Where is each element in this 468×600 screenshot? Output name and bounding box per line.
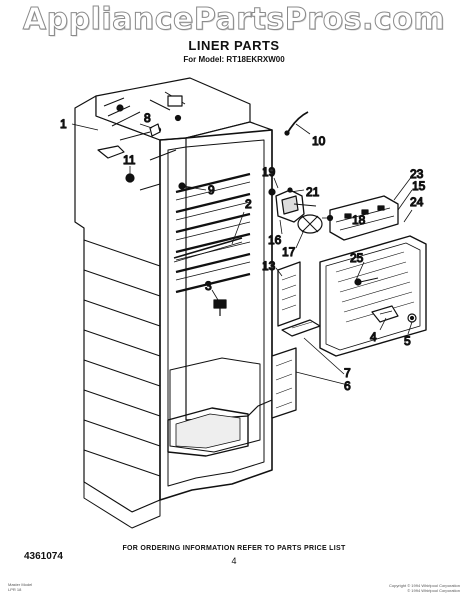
wire-10: [284, 111, 309, 136]
callout-3: 3: [205, 279, 212, 293]
rod-2: [173, 237, 243, 263]
copyright-line-1: Copyright © 1994 Whirlpool Corporation: [389, 583, 460, 588]
corner-info-left: Master Model LPR 18: [8, 582, 48, 592]
callout-11: 11: [123, 153, 136, 167]
evaporator-cover: [319, 235, 427, 357]
callout-18: 18: [352, 213, 366, 227]
callout-5: 5: [404, 334, 411, 348]
part-number: 4361074: [24, 551, 63, 562]
callout-19: 19: [262, 165, 276, 179]
clip-8: [149, 123, 161, 137]
callout-10: 10: [312, 134, 326, 148]
corner-left-line-2: LPR 18: [8, 587, 22, 592]
screw-5: [407, 313, 417, 323]
shim-7: [281, 319, 321, 337]
callout-25: 25: [350, 251, 364, 265]
copyright-line-2: © 1994 Whirlpool Corporation: [407, 588, 460, 593]
callout-24: 24: [410, 195, 424, 209]
callout-8: 8: [144, 111, 151, 125]
callout-9: 9: [208, 183, 215, 197]
duct-6: [271, 347, 297, 419]
diagram-subtitle: For Model: RT18EKRXW00: [183, 55, 285, 64]
copyright-info: Copyright © 1994 Whirlpool Corporation ©…: [310, 583, 460, 593]
callout-21: 21: [306, 185, 320, 199]
callout-23: 23: [410, 167, 424, 181]
ordering-note: FOR ORDERING INFORMATION REFER TO PARTS …: [122, 545, 346, 552]
callout-15: 15: [412, 179, 426, 193]
watermark-logo: AppliancePartsPros.com: [22, 2, 446, 38]
clip-4: [371, 305, 399, 323]
callout-4: 4: [370, 330, 377, 344]
duct-13: [277, 261, 301, 327]
callout-6: 6: [344, 379, 351, 393]
fan-motor-assembly: [268, 187, 323, 234]
bolt-3: [213, 299, 227, 316]
callout-13: 13: [262, 259, 276, 273]
callout-16: 16: [268, 233, 282, 247]
callout-1: 1: [60, 117, 67, 131]
liner-body: [74, 77, 273, 529]
upper-bracket-assembly: [326, 195, 399, 241]
callout-17: 17: [282, 245, 296, 259]
leader-lines: [71, 123, 413, 385]
corner-left-line-1: Master Model: [8, 582, 33, 587]
callout-labels: 1 2 3 4 5 6 7 9 10 11 13 15 16 17 18 19 …: [59, 110, 426, 393]
page-number: 4: [231, 556, 237, 566]
screw-9: [178, 182, 195, 190]
diagram-title: LINER PARTS: [188, 38, 280, 53]
callout-7: 7: [344, 366, 351, 380]
callout-2: 2: [245, 197, 252, 211]
